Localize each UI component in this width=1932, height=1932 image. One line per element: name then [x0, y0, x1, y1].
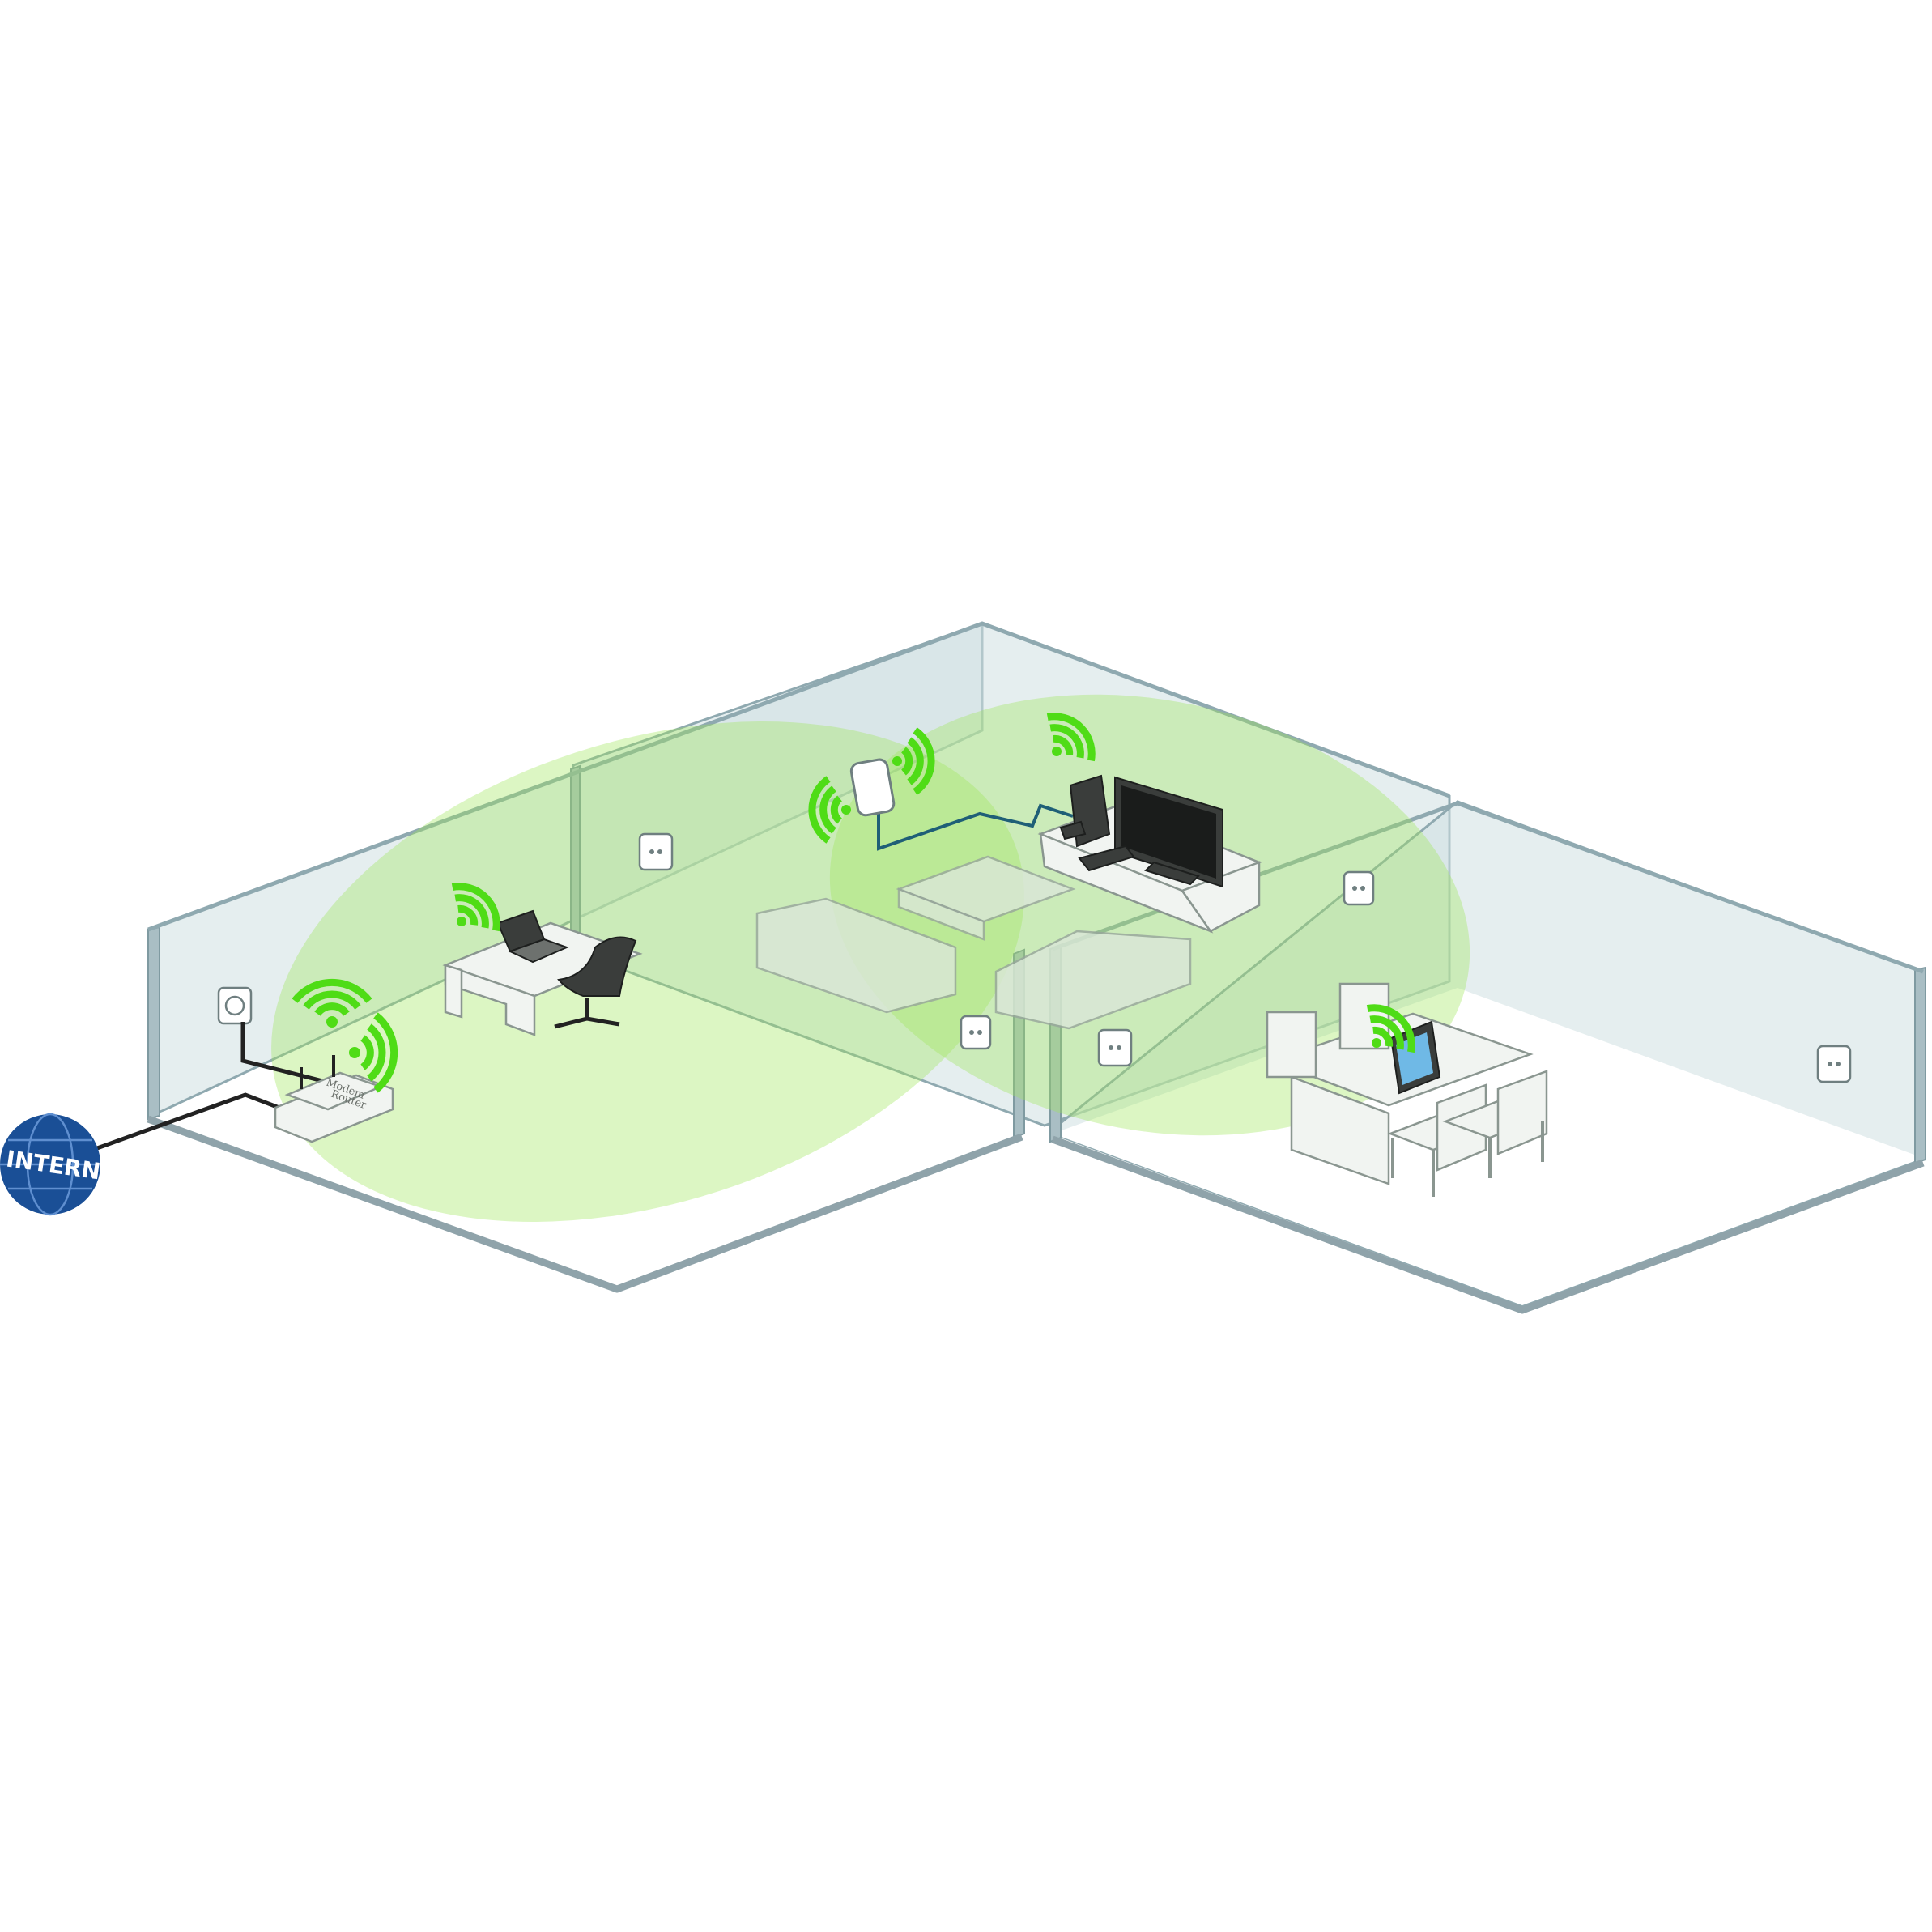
wifi-signal-icon	[349, 1012, 398, 1093]
sofa-right	[994, 930, 1192, 1030]
ethernet-cable	[877, 802, 1074, 851]
power-socket-icon	[1343, 870, 1375, 906]
power-socket-icon	[638, 832, 674, 871]
router-power-cable	[240, 1022, 339, 1087]
internet-globe-icon: INTERNET	[0, 1113, 133, 1216]
office-chair-icon	[554, 936, 637, 1029]
right-room-right-edge	[1914, 966, 1926, 1164]
sockets	[217, 832, 1852, 1083]
wifi-signal-icon	[1046, 713, 1096, 762]
tv-icon	[1114, 776, 1223, 888]
floor-left	[148, 951, 1022, 1286]
left-wall-edge	[147, 926, 160, 1121]
game-console-icon	[1059, 774, 1135, 872]
power-socket-icon	[960, 1015, 992, 1050]
wifi-signal-icon	[892, 727, 935, 795]
powerline-adapter-icon	[849, 758, 896, 817]
wifi-signal-icon	[451, 883, 500, 932]
wifi-signal-icon	[808, 776, 851, 844]
power-socket-icon	[1816, 1045, 1852, 1083]
wifi-signals	[292, 713, 1415, 1093]
floor-edge-left	[147, 1115, 1023, 1293]
dining-table-front	[1290, 1075, 1390, 1185]
office-desk-area	[442, 909, 643, 1036]
wifi-signal-icon	[1366, 1004, 1415, 1053]
sofas	[755, 897, 1192, 1030]
internet-cable	[96, 1092, 284, 1151]
chair-back-1	[1266, 1011, 1317, 1079]
floor-edge-right	[1051, 1135, 1925, 1314]
wifi-signal-icon	[292, 978, 372, 1028]
chair-front-2	[1496, 1070, 1548, 1155]
power-socket-icon	[217, 986, 253, 1025]
dining-area	[1266, 982, 1548, 1197]
coverage-zone-router	[271, 721, 1024, 1222]
top-wall-line	[147, 621, 1450, 932]
power-socket-icon	[1097, 1028, 1133, 1067]
chair-back-2	[1338, 982, 1390, 1050]
modem-router: Modem Router	[274, 1055, 394, 1143]
desk-leg	[444, 964, 463, 1019]
sofa-left	[755, 897, 957, 1014]
